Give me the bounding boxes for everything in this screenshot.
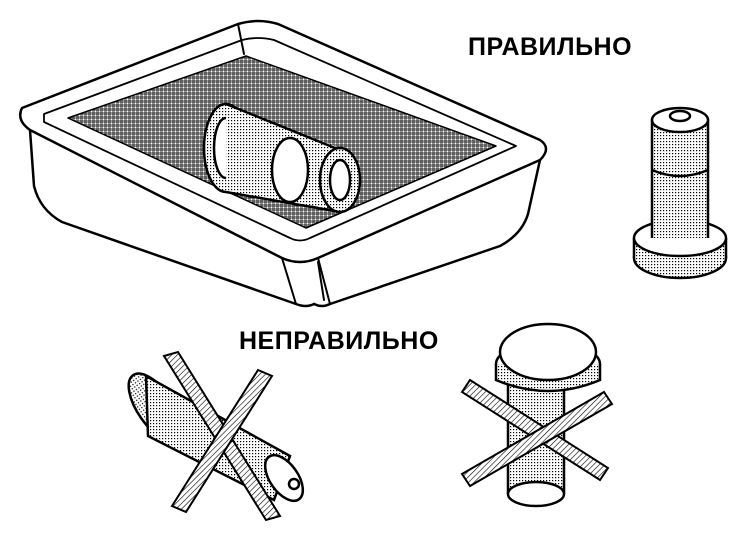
inverted-part — [494, 322, 602, 508]
tray-right-side — [312, 158, 542, 308]
tray-left-side — [28, 128, 316, 308]
cross-mark-right — [460, 378, 614, 488]
label-incorrect: НЕПРАВИЛЬНО — [239, 327, 439, 355]
upright-part — [632, 106, 728, 280]
cross-mark-left — [162, 350, 282, 522]
tray-inner-rim — [43, 37, 517, 242]
part-in-tray — [202, 102, 362, 214]
label-correct: ПРАВИЛЬНО — [468, 33, 633, 61]
